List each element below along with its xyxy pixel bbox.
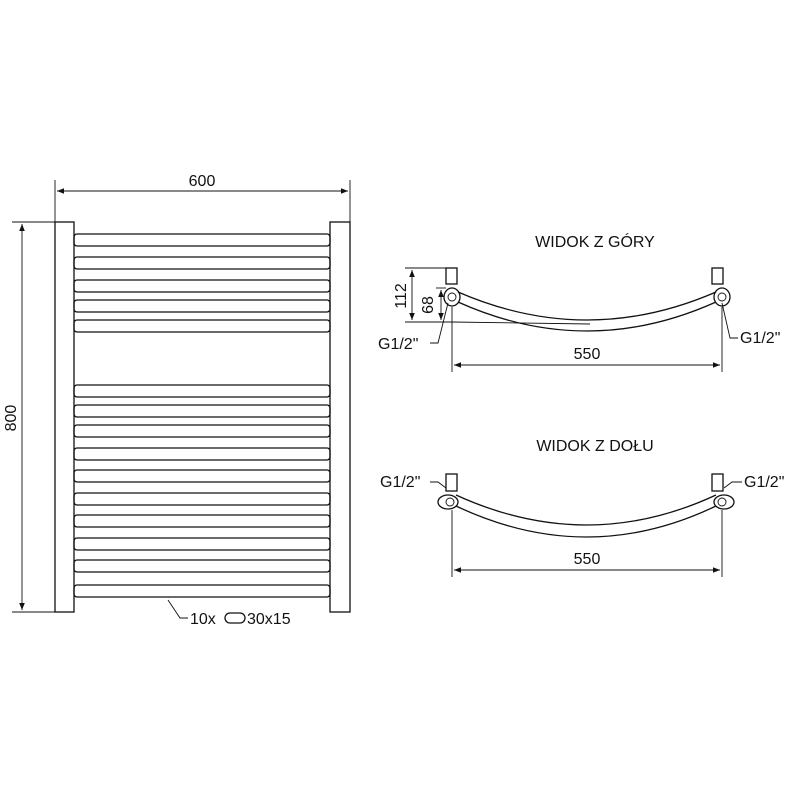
- tube-spec-count: 10x: [190, 611, 216, 628]
- front-view: 600 800 10x 30x15: [3, 173, 351, 628]
- bottom-right-conn-leader: [723, 481, 742, 489]
- top-left-conn-label: G1/2": [378, 336, 418, 353]
- tube-3: [73, 279, 331, 293]
- right-column: [329, 221, 351, 613]
- top-curve-base: [451, 321, 591, 325]
- bottom-curve-outer: [455, 494, 717, 526]
- tube-spec-leader: [167, 599, 188, 619]
- top-right-valve-icon: [711, 267, 724, 285]
- tube-8: [73, 424, 331, 438]
- bottom-view: WIDOK Z DOŁU G1/2" G1/2" 550: [380, 438, 784, 577]
- height-dim-label: 800: [3, 405, 20, 432]
- dim-112-label: 112: [393, 283, 410, 309]
- bottom-550-label: 550: [574, 551, 601, 568]
- top-left-conn-leader: [430, 302, 449, 344]
- top-left-pipe-inner: [447, 292, 457, 302]
- dim-68-label: 68: [420, 296, 437, 314]
- top-right-pipe-icon: [713, 287, 731, 307]
- bottom-right-pipe-icon: [713, 494, 735, 510]
- top-view: WIDOK Z GÓRY 112 68 G1/2" G1/2" 550: [378, 232, 780, 372]
- top-left-pipe-icon: [443, 287, 461, 307]
- bottom-left-pipe-icon: [437, 494, 459, 510]
- tube-2: [73, 256, 331, 270]
- tube-6: [73, 384, 331, 398]
- top-right-conn-label: G1/2": [740, 330, 780, 347]
- tube-group: [73, 233, 331, 598]
- bottom-left-pipe-inner: [445, 497, 455, 507]
- top-view-title: WIDOK Z GÓRY: [535, 232, 655, 251]
- tube-5: [73, 319, 331, 333]
- bottom-curve-inner: [455, 505, 717, 538]
- tube-12: [73, 514, 331, 528]
- top-right-conn-leader: [721, 302, 738, 339]
- tube-1: [73, 233, 331, 247]
- tube-9: [73, 447, 331, 461]
- bottom-left-conn-label: G1/2": [380, 474, 420, 491]
- tube-15: [73, 584, 331, 598]
- tube-10: [73, 469, 331, 483]
- tube-spec-size: 30x15: [247, 611, 291, 628]
- bottom-right-conn-label: G1/2": [744, 474, 784, 491]
- top-left-valve-icon: [445, 267, 458, 285]
- top-curve-inner: [457, 301, 717, 332]
- tube-4: [73, 299, 331, 313]
- tube-13: [73, 537, 331, 551]
- oval-tube-icon: [224, 612, 246, 624]
- bottom-view-title: WIDOK Z DOŁU: [536, 438, 653, 455]
- tube-11: [73, 492, 331, 506]
- top-right-pipe-inner: [717, 292, 727, 302]
- tube-7: [73, 404, 331, 418]
- bottom-left-valve-icon: [445, 473, 458, 492]
- top-curve-outer: [457, 291, 717, 321]
- top-550-label: 550: [574, 346, 601, 363]
- left-column: [54, 221, 75, 613]
- width-dim-label: 600: [189, 173, 216, 190]
- bottom-right-pipe-inner: [717, 497, 727, 507]
- bottom-left-conn-leader: [430, 481, 447, 489]
- bottom-right-valve-icon: [711, 473, 724, 492]
- tube-14: [73, 559, 331, 573]
